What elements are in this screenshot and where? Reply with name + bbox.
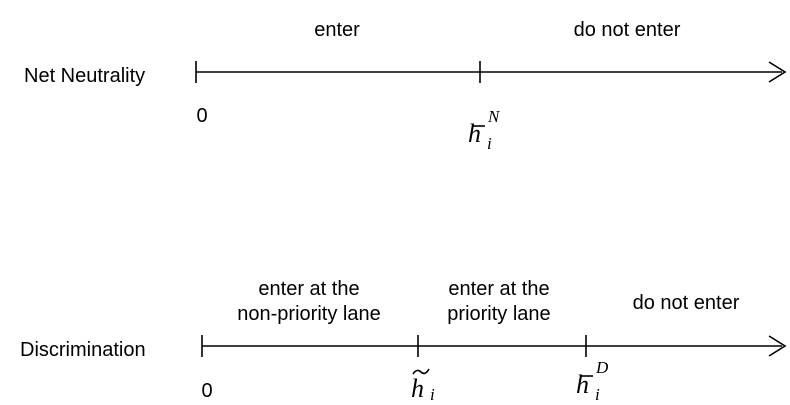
- net-neutrality-axis-arrowhead: [768, 61, 787, 83]
- h-tilde-threshold-label: h i: [411, 368, 435, 404]
- priority-region-label-line1: enter at the: [448, 278, 549, 300]
- h-bar-d-base: h: [576, 370, 589, 399]
- non-priority-region-label-line1: enter at the: [258, 278, 359, 300]
- h-bar-n-superscript: N: [487, 107, 501, 126]
- h-bar-d-threshold-label: h D i: [576, 358, 609, 404]
- discrimination-label: Discrimination: [20, 339, 146, 361]
- h-tilde-subscript: i: [430, 385, 435, 404]
- net-neutrality-origin-label: 0: [196, 105, 207, 127]
- discrimination-axis-arrowhead: [768, 335, 787, 357]
- discrimination-origin-label: 0: [201, 380, 212, 402]
- h-bar-n-subscript: i: [487, 134, 492, 153]
- non-priority-region-label-line2: non-priority lane: [237, 303, 380, 325]
- discrimination-do-not-enter-label: do not enter: [633, 292, 740, 314]
- tilde-accent: [412, 368, 430, 375]
- enter-region-label: enter: [314, 19, 360, 41]
- h-tilde-base: h: [411, 374, 424, 403]
- h-bar-d-subscript: i: [595, 385, 600, 404]
- h-bar-n-base: h: [468, 119, 481, 148]
- h-bar-n-threshold-label: h N i: [468, 107, 501, 153]
- do-not-enter-region-label: do not enter: [574, 19, 681, 41]
- net-neutrality-label: Net Neutrality: [24, 65, 145, 87]
- priority-region-label-line2: priority lane: [447, 303, 550, 325]
- h-bar-d-superscript: D: [595, 358, 609, 377]
